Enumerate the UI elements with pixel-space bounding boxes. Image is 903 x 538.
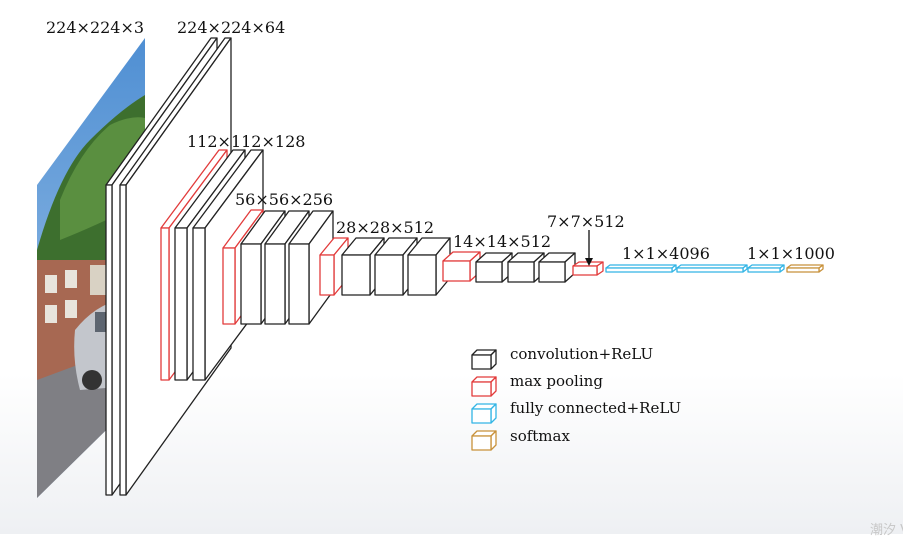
legend-fc-icon: [471, 403, 497, 424]
conv5-block-3: [538, 252, 576, 283]
label-input-dims: 224×224×3: [46, 18, 145, 37]
label-conv1-dims: 224×224×64: [177, 18, 286, 37]
legend-conv-label: convolution+ReLU: [510, 345, 654, 363]
fc6-block: [605, 264, 677, 273]
legend-pool-label: max pooling: [510, 372, 603, 390]
softmax-block: [786, 264, 824, 273]
label-conv5-dims: 14×14×512: [453, 232, 552, 251]
conv5-block-1: [475, 252, 513, 283]
label-fc-dims: 1×1×4096: [622, 244, 710, 263]
label-conv3-dims: 56×56×256: [235, 190, 334, 209]
fc7-block: [676, 264, 748, 273]
label-pool5-dims: 7×7×512: [547, 212, 625, 231]
watermark: 潮汐 V: [869, 523, 903, 538]
fc8-block: [747, 264, 785, 273]
legend-conv-icon: [471, 349, 497, 370]
legend-icons: [471, 349, 497, 451]
legend-pool-icon: [471, 376, 497, 397]
label-conv2-dims: 112×112×128: [187, 132, 306, 151]
pool4-block: [442, 251, 481, 282]
pool5-pointer-arrow: [585, 230, 593, 266]
layer-blocks: [105, 37, 824, 496]
legend-fc-label: fully connected+ReLU: [510, 399, 682, 417]
legend-softmax-label: softmax: [510, 427, 570, 445]
label-conv4-dims: 28×28×512: [336, 218, 435, 237]
label-softmax-dims: 1×1×1000: [747, 244, 835, 263]
legend-softmax-icon: [471, 430, 497, 451]
